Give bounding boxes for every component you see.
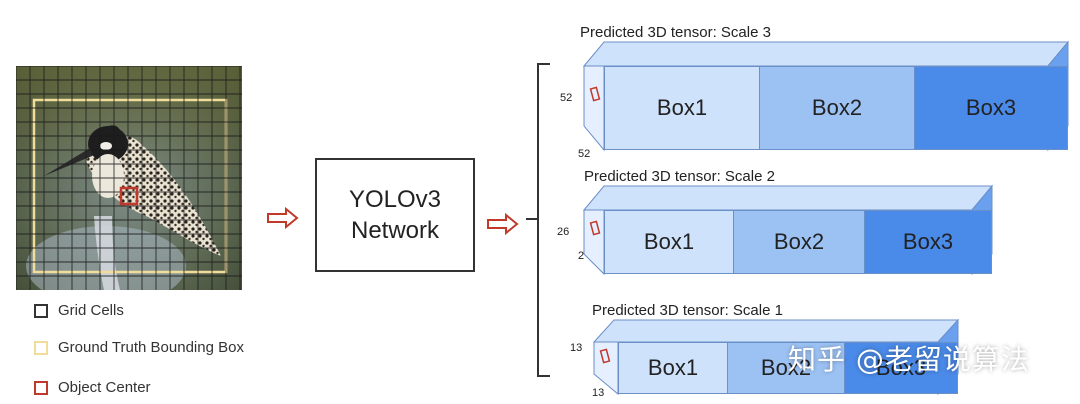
box-cell: Box1	[604, 210, 734, 274]
bracket-icon	[526, 63, 550, 377]
legend-item-grid-cells: Grid Cells	[34, 302, 124, 319]
box-cell: Box3	[864, 210, 992, 274]
watermark: 知乎 @老留说算法	[788, 343, 1030, 376]
tensor-title: Predicted 3D tensor: Scale 3	[580, 24, 771, 41]
network-block: YOLOv3 Network	[315, 158, 475, 272]
arrow-right-icon	[267, 207, 299, 229]
box-cell: Box2	[733, 210, 865, 274]
box-cell: Box1	[618, 342, 728, 394]
object-center-swatch	[34, 380, 48, 395]
dim-label-width: 2	[578, 250, 585, 262]
box-cell: Box3	[844, 342, 958, 394]
bird-photo-illustration	[16, 66, 242, 290]
dim-label-height: 13	[570, 342, 583, 354]
legend-label: Ground Truth Bounding Box	[58, 339, 244, 356]
input-image	[16, 66, 242, 290]
box-cell: Box3	[914, 66, 1068, 150]
arrow-right-icon	[487, 213, 519, 235]
dim-label-width: 52	[578, 148, 591, 160]
dim-label-width: 13	[592, 387, 605, 399]
box-cell: Box1	[604, 66, 760, 150]
legend-label: Grid Cells	[58, 302, 124, 319]
dim-label-height: 52	[560, 92, 573, 104]
grid-cells-swatch	[34, 303, 48, 318]
tensor-title: Predicted 3D tensor: Scale 1	[592, 302, 783, 319]
legend-item-ground-truth: Ground Truth Bounding Box	[34, 339, 244, 356]
box-cell: Box2	[727, 342, 845, 394]
tensor-title: Predicted 3D tensor: Scale 2	[584, 168, 775, 185]
network-label: YOLOv3 Network	[348, 186, 442, 244]
box-cell: Box2	[759, 66, 915, 150]
legend-label: Object Center	[58, 379, 151, 396]
ground-truth-swatch	[34, 340, 48, 355]
dim-label-height: 26	[557, 226, 570, 238]
legend-item-object-center: Object Center	[34, 379, 151, 396]
